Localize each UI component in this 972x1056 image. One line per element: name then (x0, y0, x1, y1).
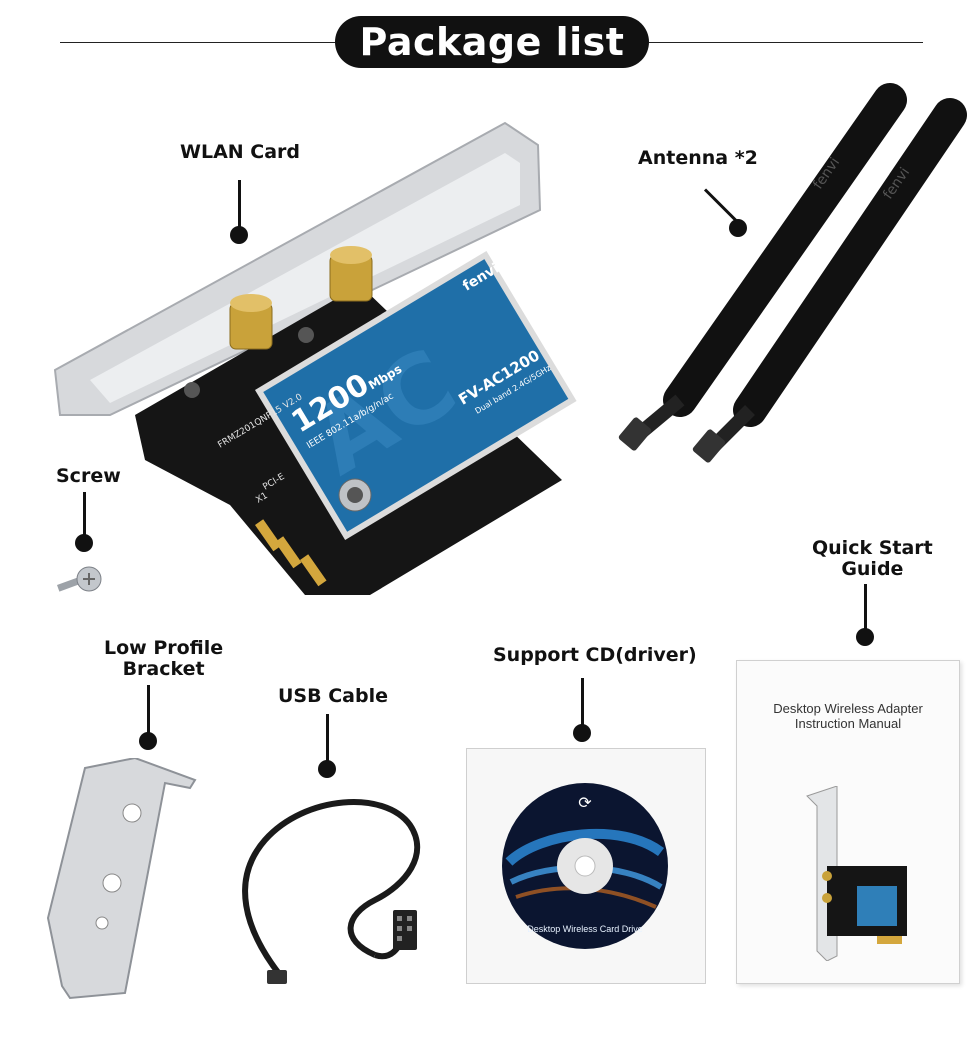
antenna-2: fenvi (692, 98, 967, 463)
antenna-connector-2 (329, 246, 373, 302)
label-antenna: Antenna *2 (638, 147, 758, 169)
label-wlan-card: WLAN Card (180, 141, 301, 163)
antennas-image: fenvi fenvi (618, 83, 967, 463)
pin-dot-wlan (230, 226, 248, 244)
pin-line-cd (581, 678, 584, 728)
page-title: Package list (335, 16, 649, 68)
bracket-image (46, 758, 197, 1000)
pin-dot-antenna (729, 219, 747, 237)
pin-line-screw (83, 492, 86, 536)
manual-card-illustration (806, 786, 907, 961)
usb-cable-image (242, 799, 421, 984)
label-support-cd: Support CD(driver) (493, 644, 697, 666)
cd-logo-icon: ⟳ (578, 793, 592, 812)
label-screw: Screw (56, 465, 121, 487)
pin-line-bracket (147, 685, 150, 735)
wlan-card-image: AC fenvi 1200 Mbps IEEE 802.11a/b/g/n/ac… (53, 121, 577, 595)
pin-dot-cd (573, 724, 591, 742)
manual-title-line2: Instruction Manual (794, 716, 902, 731)
pin-line-usb (326, 714, 329, 762)
label-quick-start-guide: Quick Start Guide (812, 538, 933, 580)
cd-label: Desktop Wireless Card Drive (527, 924, 643, 934)
pin-dot-screw (75, 534, 93, 552)
cd-disc-image: ⟳ Desktop Wireless Card Drive (502, 783, 668, 949)
header-rule-left (60, 42, 335, 43)
antenna-connector-1 (229, 294, 273, 350)
screw-image (57, 566, 102, 592)
pin-line-guide (864, 584, 867, 632)
pin-dot-bracket (139, 732, 157, 750)
label-quick-start-line1: Quick Start (812, 537, 933, 559)
label-bracket-line2: Bracket (122, 658, 205, 680)
label-bracket-line1: Low Profile (104, 637, 224, 659)
pin-line-wlan (238, 180, 241, 228)
manual-title-line1: Desktop Wireless Adapter (773, 701, 923, 716)
label-quick-start-line2: Guide (841, 558, 904, 580)
pin-dot-usb (318, 760, 336, 778)
label-low-profile-bracket: Low Profile Bracket (104, 638, 223, 680)
label-usb-cable: USB Cable (278, 685, 388, 707)
manual-image: Desktop Wireless Adapter Instruction Man… (736, 660, 960, 984)
pin-dot-guide (856, 628, 874, 646)
header-rule-right (649, 42, 923, 43)
